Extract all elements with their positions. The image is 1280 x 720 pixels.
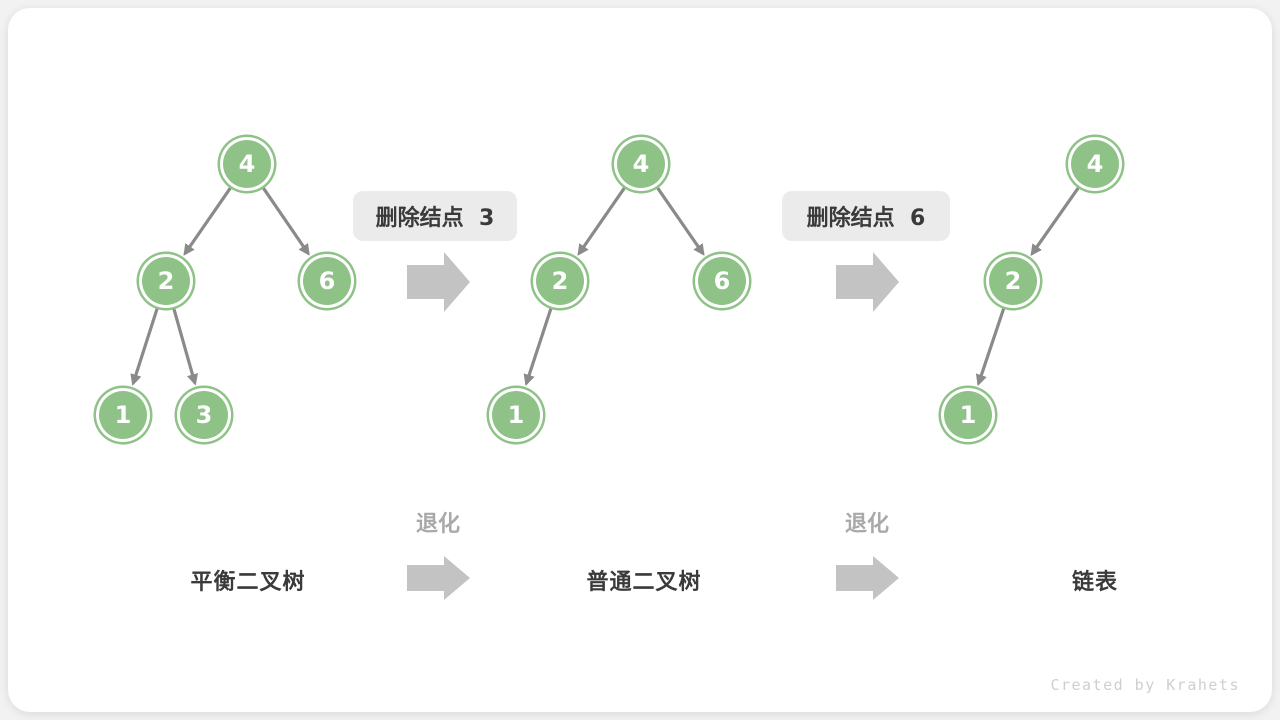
- transition-block-arrow-1: [407, 252, 470, 312]
- linkedlist-node-1: 1: [944, 391, 992, 439]
- balanced-tree-node-6: 6: [303, 257, 351, 305]
- balanced-tree-node-4: 4: [223, 140, 271, 188]
- edge-linkedlist-2-1: [975, 307, 1006, 387]
- edge-ordinary-2-1: [523, 307, 553, 386]
- delete-node-3-tag: 删除结点 3: [353, 191, 517, 241]
- edge-balanced-2-3: [172, 308, 199, 386]
- figure-card: [8, 8, 1272, 712]
- delete-node-6-tag: 删除结点 6: [782, 191, 950, 241]
- ordinary-tree-node-4: 4: [617, 140, 665, 188]
- balanced-tree-node-2: 2: [142, 257, 190, 305]
- linkedlist-node-2: 2: [989, 257, 1037, 305]
- degrade-block-arrow-1: [407, 556, 470, 600]
- caption-balanced-binary-tree: 平衡二叉树: [190, 570, 306, 595]
- ordinary-tree-node-2: 2: [536, 257, 584, 305]
- watermark-credit: Created by Krahets: [1050, 676, 1240, 694]
- caption-ordinary-binary-tree: 普通二叉树: [586, 570, 702, 595]
- edge-linkedlist-4-2: [1030, 187, 1080, 257]
- balanced-tree-node-1: 1: [99, 391, 147, 439]
- degrade-block-arrow-2: [836, 556, 899, 600]
- transition-block-arrow-2: [836, 252, 899, 312]
- caption-linked-list: 链表: [1071, 570, 1119, 595]
- degrade-label-2: 退化: [844, 512, 890, 537]
- edge-ordinary-4-6: [656, 187, 705, 256]
- balanced-tree-node-3: 3: [180, 391, 228, 439]
- edge-balanced-4-6: [262, 187, 310, 256]
- ordinary-tree-node-1: 1: [492, 391, 540, 439]
- linkedlist-node-4: 4: [1071, 140, 1119, 188]
- degrade-label-1: 退化: [415, 512, 461, 537]
- edge-balanced-4-2: [183, 187, 232, 256]
- edge-balanced-2-1: [130, 308, 159, 386]
- edge-ordinary-4-2: [577, 187, 626, 256]
- ordinary-tree-node-6: 6: [698, 257, 746, 305]
